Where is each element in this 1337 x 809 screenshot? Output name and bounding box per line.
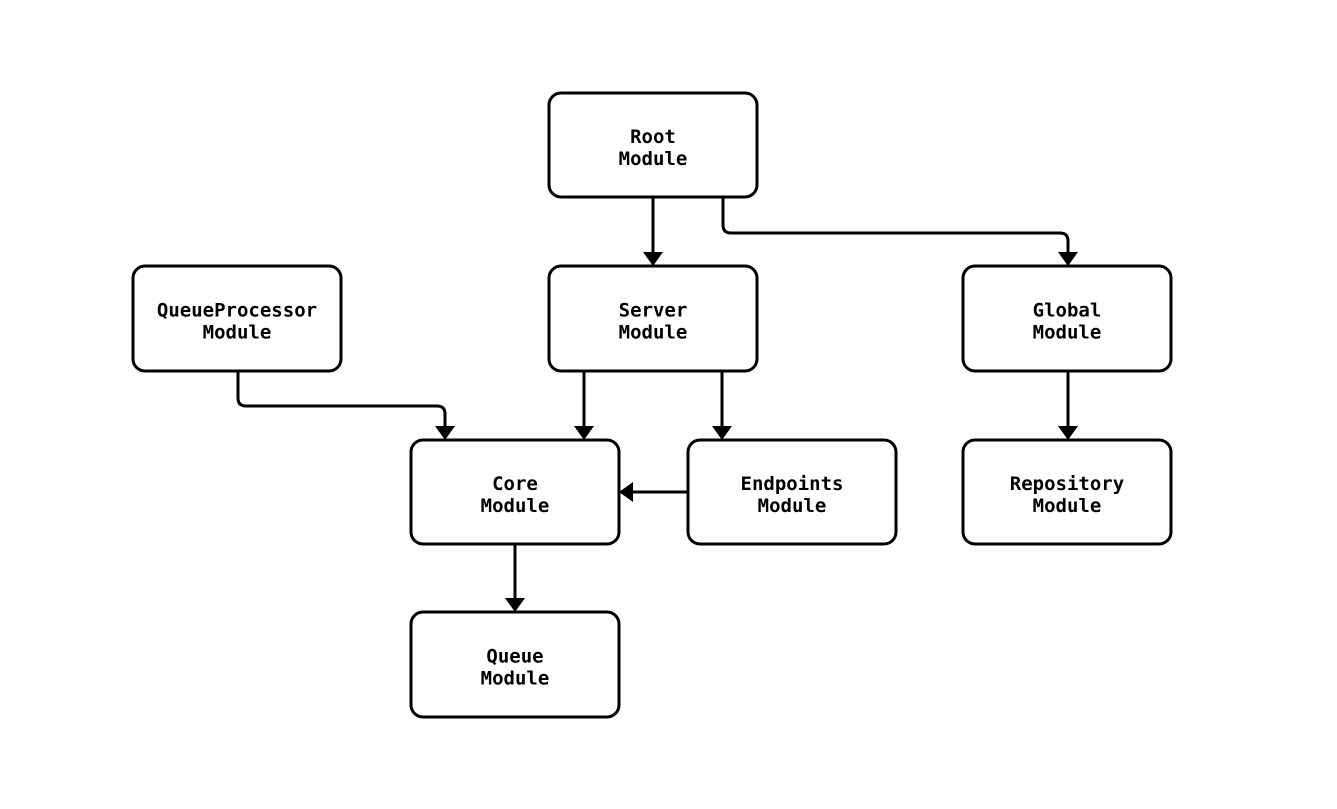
arrowhead-icon bbox=[435, 426, 455, 440]
edge-root-to-server bbox=[643, 197, 663, 266]
node-label-line: Module bbox=[1033, 322, 1102, 344]
node-label-line: Module bbox=[481, 495, 550, 517]
node-box bbox=[547, 264, 759, 373]
edge-server-to-core bbox=[574, 371, 594, 440]
arrowhead-icon bbox=[619, 482, 633, 502]
arrowhead-icon bbox=[712, 426, 732, 440]
edge-endpoints-to-core bbox=[619, 482, 688, 502]
node-label-line: Core bbox=[492, 473, 538, 495]
arrowhead-icon bbox=[643, 252, 663, 266]
node-box bbox=[961, 438, 1173, 546]
arrowhead-icon bbox=[1058, 426, 1078, 440]
edge-core-to-queue bbox=[505, 544, 525, 612]
node-box bbox=[961, 264, 1173, 373]
node-box bbox=[686, 438, 898, 546]
node-label-line: Queue bbox=[486, 646, 543, 668]
arrowhead-icon bbox=[505, 598, 525, 612]
node-label-line: Repository bbox=[1010, 473, 1124, 495]
node-box bbox=[131, 264, 343, 373]
node-label-line: Module bbox=[1033, 495, 1102, 517]
node-label-line: Global bbox=[1033, 300, 1102, 322]
edge-root-to-global bbox=[721, 197, 1078, 266]
edge-line bbox=[721, 197, 1070, 254]
node-label-line: Endpoints bbox=[741, 473, 844, 495]
edge-line bbox=[236, 371, 447, 428]
node-box bbox=[409, 438, 621, 546]
node-label-line: Server bbox=[619, 300, 688, 322]
edge-server-to-endpoints bbox=[712, 371, 732, 440]
node-label-line: Module bbox=[481, 668, 550, 690]
arrowhead-icon bbox=[1058, 252, 1078, 266]
edge-queueprocessor-to-core bbox=[236, 371, 455, 440]
node-label-line: Module bbox=[203, 322, 272, 344]
node-label-line: Module bbox=[619, 148, 688, 170]
node-label-line: Root bbox=[630, 126, 676, 148]
node-label-line: QueueProcessor bbox=[157, 300, 317, 322]
node-box bbox=[547, 91, 759, 199]
node-label-line: Module bbox=[619, 322, 688, 344]
node-box bbox=[409, 610, 621, 719]
edge-global-to-repository bbox=[1058, 371, 1078, 440]
arrowhead-icon bbox=[574, 426, 594, 440]
node-label-line: Module bbox=[758, 495, 827, 517]
